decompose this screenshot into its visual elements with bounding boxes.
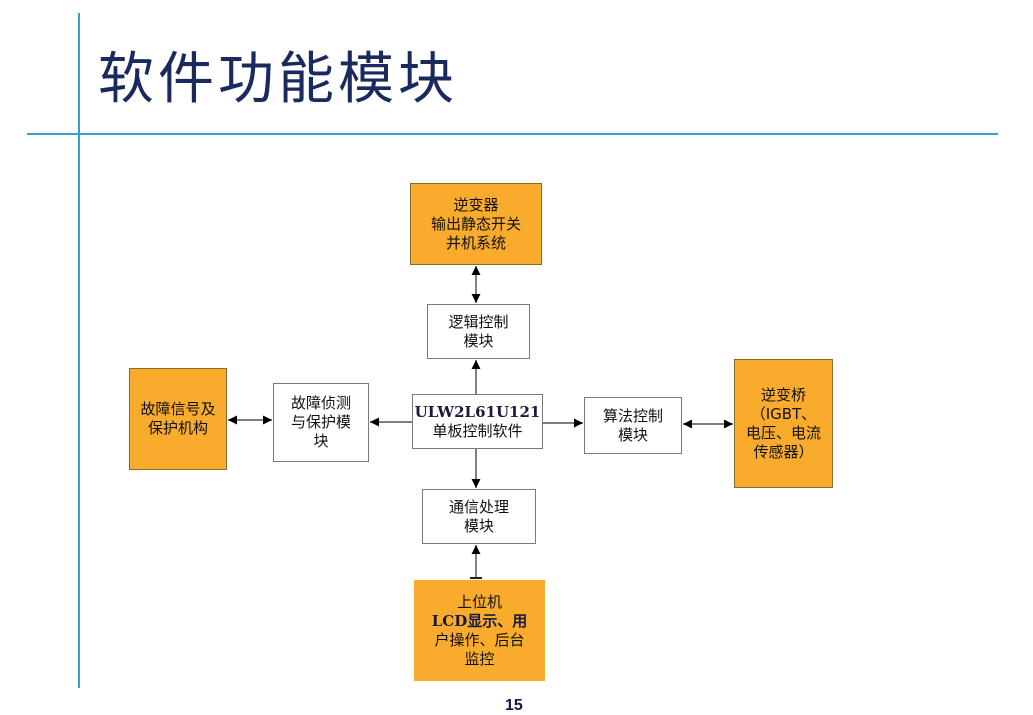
box-text: 逻辑控制 [448,312,509,331]
box-text: 单板控制软件 [432,421,523,440]
box-communication-module: 通信处理 模块 [422,489,536,544]
box-text: 户操作、后台 [434,630,525,649]
box-fault-signal-protection: 故障信号及 保护机构 [129,368,227,470]
box-text: （IGBT、 [750,404,817,423]
page-number: 15 [505,697,523,714]
box-text: 算法控制 [602,406,663,425]
box-text: 模块 [463,516,494,535]
box-inverter-static-switch: 逆变器 输出静态开关 并机系统 [410,183,542,265]
box-text: 通信处理 [448,497,509,516]
box-text: 逆变桥 [760,385,806,404]
box-text: 模块 [617,425,648,444]
box-inverter-bridge: 逆变桥 （IGBT、 电压、电流 传感器） [734,359,833,488]
slide-title: 软件功能模块 [98,47,458,112]
box-text: 块 [313,432,329,450]
box-fault-detect-module: 故障侦测 与保护模 块 [273,383,369,462]
box-text: 传感器） [753,442,814,461]
box-text: 模块 [463,331,494,350]
box-text: 保护机构 [147,419,208,437]
box-text: 故障侦测 [290,394,351,412]
box-text: 上位机 [456,592,502,611]
box-text-model: ULW2L61U121 [414,402,541,421]
box-text: 故障信号及 [140,400,216,418]
box-text: 输出静态开关 [430,214,521,233]
box-text: 并机系统 [445,233,506,252]
accent-horizontal-line [27,133,998,135]
box-text: 监控 [464,649,495,668]
box-text: 逆变器 [453,195,499,214]
box-host-computer: 上位机 LCD显示、用 户操作、后台 监控 [414,580,545,681]
box-algorithm-control-module: 算法控制 模块 [584,397,682,454]
box-logic-control-module: 逻辑控制 模块 [427,304,530,359]
box-text: 电压、电流 [745,423,821,442]
box-text-bold: LCD显示、用 [431,611,528,630]
box-text: 与保护模 [290,413,351,431]
box-center-board-software: ULW2L61U121 单板控制软件 [412,394,543,449]
accent-vertical-line [78,13,80,688]
